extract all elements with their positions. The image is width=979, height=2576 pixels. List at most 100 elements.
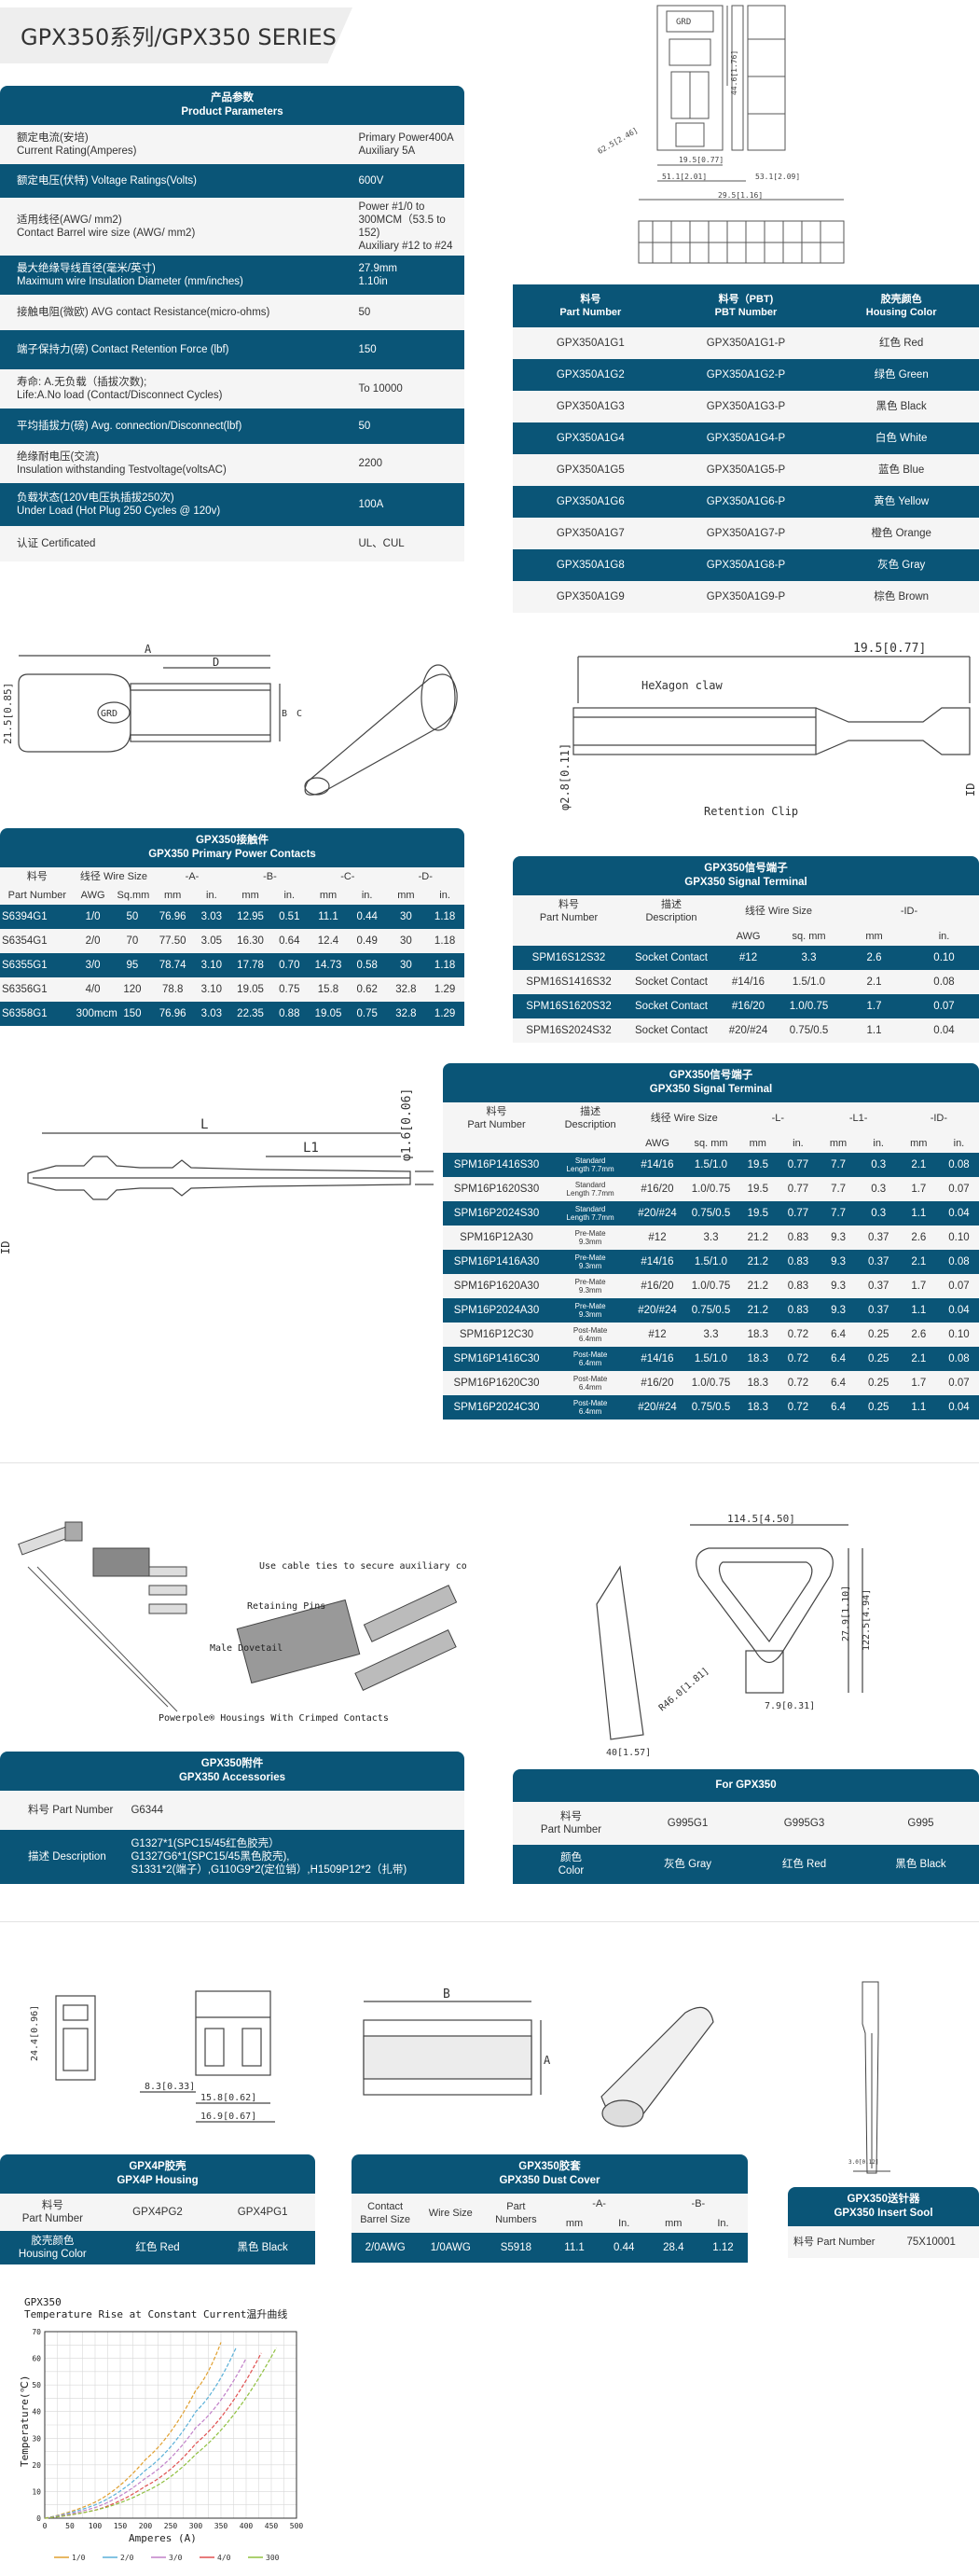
x-tick-label: 0 — [43, 2522, 48, 2530]
legend-label: 1/0 — [72, 2554, 86, 2562]
plot-frame — [44, 2331, 297, 2519]
power-cell: 19.05 — [309, 1002, 348, 1026]
col-in: in. — [192, 886, 231, 905]
handle-color: 红色 Red — [746, 1845, 862, 1884]
housing-cell: 橙色 Orange — [823, 518, 979, 549]
sig2-cell: 0.83 — [778, 1298, 819, 1323]
housing-cell: GPX350A1G1 — [513, 327, 669, 359]
signal-pin-drawing: L L1 φ1.6[0.06] ID — [0, 1088, 434, 1254]
legend-label: 2/0 — [120, 2554, 134, 2562]
housing-cell: GPX350A1G8 — [513, 549, 669, 581]
col-part: 料号 Part Number — [443, 1102, 550, 1134]
series-line-1-0 — [44, 2342, 222, 2519]
tool-dim-label: 3.0[0.12] — [848, 2159, 879, 2166]
sig1-cell: SPM16S1620S32 — [513, 994, 625, 1018]
sig1-cell: 0.04 — [909, 1018, 979, 1043]
sig2-cell: 2.6 — [898, 1226, 939, 1250]
power-cell: 22.35 — [230, 1002, 270, 1026]
sig1-cell: 1.5/1.0 — [779, 970, 839, 994]
params-value: Primary Power400A Auxiliary 5A — [352, 125, 464, 164]
sig2-cell: 3.3 — [683, 1226, 738, 1250]
power-cell: 0.88 — [269, 1002, 310, 1026]
power-contacts-header-en: GPX350 Primary Power Contacts — [148, 849, 316, 860]
legend-label: 300 — [266, 2554, 280, 2562]
sig2-cell: 0.08 — [938, 1153, 979, 1177]
sig1-cell: Socket Contact — [625, 970, 718, 994]
power-cell: 1.29 — [425, 1002, 464, 1026]
power-cell: 0.49 — [347, 929, 387, 953]
housing-cell: GPX350A1G9-P — [668, 581, 824, 613]
col-wire: 线径 Wire Size — [630, 1102, 738, 1134]
power-cell: 120 — [111, 977, 154, 1002]
params-value: 600V — [352, 164, 464, 198]
housing-cell: 黑色 Black — [823, 391, 979, 422]
y-tick-label: 50 — [32, 2381, 41, 2389]
sig2-cell: Post-Mate 6.4mm — [550, 1395, 631, 1420]
sig2-cell: 7.7 — [818, 1153, 859, 1177]
sig2-cell: 0.72 — [778, 1347, 819, 1371]
power-cell: S6394G1 — [0, 905, 75, 929]
sig2-cell: #20/#24 — [630, 1201, 684, 1226]
dim-label: 21.5[0.85] — [2, 683, 14, 744]
power-cell: S6358G1 — [0, 1002, 75, 1026]
power-cell: 95 — [111, 953, 154, 977]
power-cell: 2/0 — [74, 929, 112, 953]
power-cell: 30 — [386, 905, 426, 929]
sig2-cell: 0.77 — [778, 1153, 819, 1177]
y-tick-label: 70 — [32, 2328, 41, 2336]
sig2-cell: 21.2 — [738, 1274, 779, 1298]
col-part: 料号 Part Number — [513, 895, 625, 927]
accessories-rows: 料号 Part Number G6344 描述 Description G132… — [0, 1791, 464, 1884]
params-label: 平均插拔力(磅) Avg. connection/Disconnect(lbf) — [0, 409, 353, 444]
chart-title: GPX350 — [24, 2296, 62, 2308]
col-sq: sq. mm — [683, 1134, 738, 1153]
dust-a-label: A — [544, 2054, 551, 2067]
dust-cover-drawing: B A — [363, 1987, 714, 2127]
accessory-desc-label: 描述 Description — [0, 1830, 126, 1884]
dust-cover-table: GPX350胶套 GPX350 Dust Cover Contact Barre… — [352, 2154, 748, 2263]
col-mm: mm — [386, 886, 426, 905]
accessories-header: GPX350附件 GPX350 Accessories — [0, 1752, 464, 1791]
sig2-cell: 9.3 — [818, 1298, 859, 1323]
housing-cell: GPX350A1G3-P — [668, 391, 824, 422]
sig2-cell: SPM16P1416S30 — [443, 1153, 550, 1177]
sig2-cell: 18.3 — [738, 1347, 779, 1371]
sig1-cell: 2.6 — [839, 946, 909, 970]
params-label: 端子保持力(磅) Contact Retention Force (lbf) — [0, 330, 353, 369]
params-value: To 10000 — [352, 369, 464, 409]
sig2-cell: 0.83 — [778, 1226, 819, 1250]
params-value: 100A — [352, 483, 464, 526]
col-dim: -D- — [386, 867, 464, 886]
gpx4p-header-cn: GPX4P胶壳 — [129, 2161, 186, 2172]
handle-side-label: 40[1.57] — [606, 1748, 651, 1758]
sig1-cell: 0.07 — [909, 994, 979, 1018]
sig1-cell: 0.75/0.5 — [779, 1018, 839, 1043]
power-cell: 3.05 — [192, 929, 231, 953]
power-cell: 30 — [386, 929, 426, 953]
power-cell: 77.50 — [153, 929, 193, 953]
sig2-cell: 0.08 — [938, 1347, 979, 1371]
sig2-cell: 0.72 — [778, 1395, 819, 1420]
sig-length-label: 19.5[0.77] — [853, 642, 926, 656]
sig2-cell: 0.75/0.5 — [683, 1201, 738, 1226]
sig2-cell: 0.37 — [858, 1250, 899, 1274]
dim-label: 44.6[1.76] — [730, 50, 738, 95]
power-cell: 150 — [111, 1002, 154, 1026]
power-cell: 78.74 — [153, 953, 193, 977]
sig1-cell: SPM16S2024S32 — [513, 1018, 625, 1043]
sig2-cell: 1.0/0.75 — [683, 1177, 738, 1201]
accessory-part-value: G6344 — [125, 1791, 464, 1830]
sig1-cell: 0.10 — [909, 946, 979, 970]
